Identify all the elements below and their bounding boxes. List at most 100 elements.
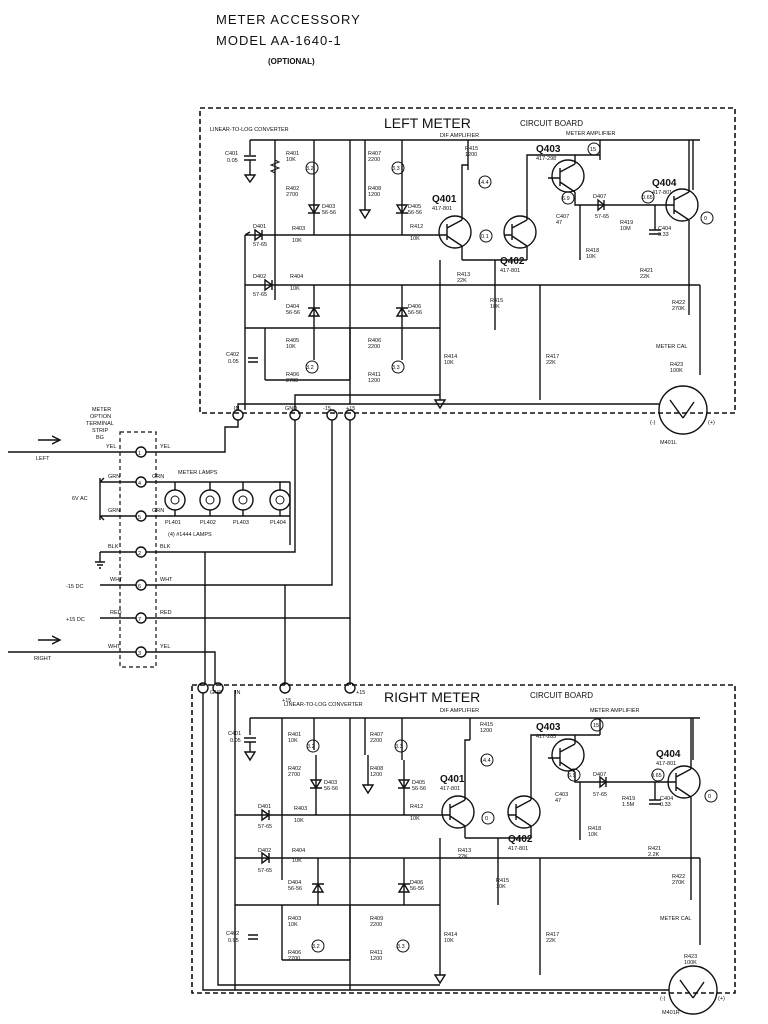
lamps-note: (4) #1444 LAMPS: [168, 532, 212, 538]
svg-text:0: 0: [704, 216, 707, 222]
svg-text:BLK: BLK: [108, 544, 119, 550]
svg-text:R406: R406: [368, 338, 381, 344]
svg-text:IN: IN: [235, 690, 241, 696]
title-line1: METER ACCESSORY: [216, 12, 361, 27]
svg-text:D402: D402: [253, 274, 266, 280]
svg-text:14.4: 14.4: [478, 180, 489, 186]
svg-text:417-285: 417-285: [536, 734, 556, 740]
svg-text:R413: R413: [457, 272, 470, 278]
lamp-pl403: PL403: [233, 520, 249, 526]
svg-text:R415: R415: [490, 298, 503, 304]
right-dif-label: DIF AMPLIFIER: [440, 708, 479, 714]
svg-text:56-56: 56-56: [408, 210, 422, 216]
right-meter-amp-label: METER AMPLIFIER: [590, 708, 640, 714]
svg-text:56-56: 56-56: [408, 310, 422, 316]
svg-text:R411: R411: [368, 372, 381, 378]
right-board-outline: [191, 684, 736, 994]
svg-text:270K: 270K: [672, 880, 685, 886]
svg-text:3.2: 3.2: [307, 744, 315, 750]
svg-text:D401: D401: [258, 804, 271, 810]
right-q401-symbol: [441, 795, 475, 829]
svg-text:R419: R419: [622, 796, 635, 802]
svg-text:R421: R421: [640, 268, 653, 274]
svg-text:GRN: GRN: [108, 474, 120, 480]
svg-text:GRN: GRN: [152, 508, 164, 514]
svg-text:-15: -15: [323, 406, 331, 412]
svg-text:R418: R418: [586, 248, 599, 254]
svg-text:10K: 10K: [288, 922, 298, 928]
svg-text:10K: 10K: [444, 360, 454, 366]
svg-text:R422: R422: [672, 874, 685, 880]
svg-text:1200: 1200: [368, 378, 380, 384]
right-q401-label: Q401: [440, 774, 465, 785]
svg-text:D402: D402: [258, 848, 271, 854]
svg-text:D405: D405: [412, 780, 425, 786]
svg-text:R417: R417: [546, 932, 559, 938]
svg-text:R406: R406: [286, 372, 299, 378]
svg-text:R423: R423: [670, 362, 683, 368]
ac-supply-label: 6V AC: [72, 496, 88, 502]
svg-text:YEL: YEL: [160, 644, 170, 650]
svg-text:47: 47: [555, 798, 561, 804]
svg-text:56-56: 56-56: [288, 886, 302, 892]
svg-text:6.9: 6.9: [568, 773, 576, 779]
left-dif-label: DIF AMPLIFIER: [440, 133, 479, 139]
left-q401-symbol: [438, 215, 472, 249]
left-q402-label: Q402: [500, 256, 525, 267]
svg-text:15: 15: [593, 723, 599, 729]
svg-text:6.9: 6.9: [562, 196, 570, 202]
svg-text:10K: 10K: [286, 344, 296, 350]
svg-text:R401: R401: [288, 732, 301, 738]
left-board-subtitle: CIRCUIT BOARD: [520, 119, 583, 128]
svg-text:10K: 10K: [444, 938, 454, 944]
svg-text:R402: R402: [286, 186, 299, 192]
svg-text:BG: BG: [96, 435, 104, 441]
svg-text:1200: 1200: [368, 192, 380, 198]
right-meter: [668, 965, 718, 1015]
svg-text:3.3: 3.3: [395, 744, 403, 750]
svg-text:57-65: 57-65: [253, 242, 267, 248]
svg-text:R403: R403: [294, 806, 307, 812]
svg-text:C402: C402: [226, 931, 239, 937]
svg-text:0.05: 0.05: [228, 359, 239, 365]
left-meter-cal: METER CAL: [656, 344, 687, 350]
svg-text:3.2: 3.2: [306, 166, 314, 172]
svg-text:10K: 10K: [292, 238, 302, 244]
svg-text:+15: +15: [282, 698, 291, 704]
svg-text:1: 1: [138, 451, 141, 457]
svg-text:R422: R422: [672, 300, 685, 306]
svg-text:R407: R407: [368, 151, 381, 157]
svg-text:STRIP: STRIP: [92, 428, 109, 434]
svg-text:2200: 2200: [370, 738, 382, 744]
lamp-pl404: PL404: [270, 520, 286, 526]
svg-text:R403: R403: [292, 226, 305, 232]
svg-text:10K: 10K: [294, 818, 304, 824]
svg-text:2200: 2200: [368, 157, 380, 163]
meter-lamps-title: METER LAMPS: [178, 470, 218, 476]
svg-text:R406: R406: [288, 950, 301, 956]
svg-text:56-56: 56-56: [322, 210, 336, 216]
svg-text:R402: R402: [288, 766, 301, 772]
svg-text:270K: 270K: [672, 306, 685, 312]
svg-text:D407: D407: [593, 772, 606, 778]
svg-text:10K: 10K: [588, 832, 598, 838]
svg-text:417-298: 417-298: [536, 156, 556, 162]
left-input-label: LEFT: [36, 456, 50, 462]
svg-text:10M: 10M: [620, 226, 631, 232]
title-optional: (OPTIONAL): [268, 57, 315, 66]
svg-text:22K: 22K: [458, 854, 468, 860]
svg-text:2700: 2700: [288, 772, 300, 778]
lamp-pl402: PL402: [200, 520, 216, 526]
neg15-label: -15 DC: [66, 584, 83, 590]
svg-text:GND: GND: [210, 690, 222, 696]
right-q402-symbol: [507, 795, 541, 829]
svg-text:22K: 22K: [546, 360, 556, 366]
svg-text:R408: R408: [368, 186, 381, 192]
svg-text:D403: D403: [322, 204, 335, 210]
left-meter-polarity-pos: (+): [708, 420, 715, 426]
right-meter-polarity-pos: (+): [718, 996, 725, 1002]
right-input-label: RIGHT: [34, 656, 52, 662]
svg-text:417-801: 417-801: [656, 761, 676, 767]
svg-text:YEL: YEL: [106, 444, 116, 450]
svg-text:OPTION: OPTION: [90, 414, 111, 420]
